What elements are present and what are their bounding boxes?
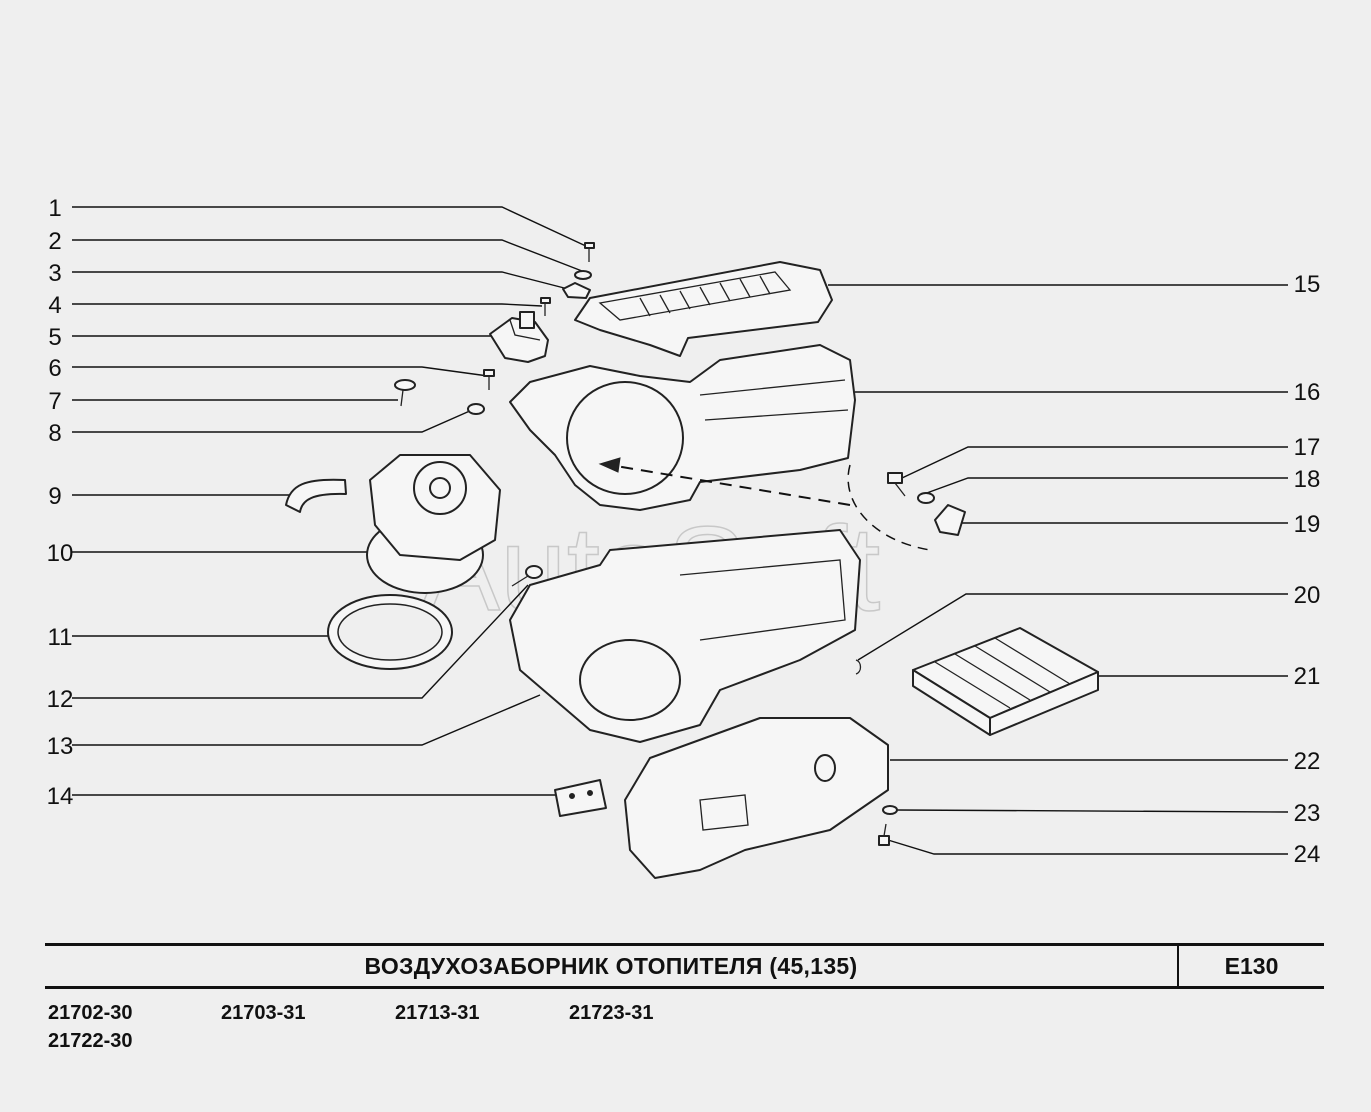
leader-3 [72,271,573,291]
leader-20 [857,593,1288,661]
part-19-clamp [934,504,966,536]
callout-1: 1 [48,195,61,222]
title-divider [1177,946,1179,986]
part-6-screw [483,369,495,390]
leader-8 [72,409,473,433]
part-5-resistor-module [489,311,549,363]
callout-14: 14 [47,783,74,810]
leader-13 [72,694,541,746]
part-2-washer [574,270,592,280]
model-code: 21722-30 [48,1030,133,1052]
part-10-blower-motor [366,454,501,594]
part-1-screw [584,242,595,262]
part-21-cabin-filter [912,627,1099,736]
leader-12 [72,584,529,699]
callout-19: 19 [1294,511,1321,538]
model-code: 21713-31 [395,1002,480,1024]
part-22-bottom-cover [624,717,889,879]
callout-21: 21 [1294,663,1321,690]
part-15-top-cover [574,261,833,357]
callout-8: 8 [48,420,61,447]
leader-2 [72,239,583,272]
callout-24: 24 [1294,841,1321,868]
callout-11: 11 [48,624,73,651]
part-9-hose [285,478,347,513]
part-4-screw [540,297,551,316]
part-7-screw [394,379,416,407]
model-code: 21702-30 [48,1002,133,1024]
callout-10: 10 [47,540,74,567]
callout-18: 18 [1294,466,1321,493]
callout-7: 7 [48,388,61,415]
callout-6: 6 [48,355,61,382]
callout-15: 15 [1294,271,1321,298]
part-13-lower-housing [509,529,861,743]
callout-16: 16 [1294,379,1321,406]
callout-12: 12 [47,686,74,713]
model-code: 21723-31 [569,1002,654,1024]
model-list: 21702-30 21703-31 21713-31 21723-31 2172… [48,1002,848,1062]
leader-4 [72,303,543,307]
part-8-washer [467,403,485,415]
leader-24 [887,839,1288,855]
page-title: ВОЗДУХОЗАБОРНИК ОТОПИТЕЛЯ (45,135) [364,952,858,979]
part-20-clip [855,659,862,675]
callout-3: 3 [48,260,61,287]
title-block: ВОЗДУХОЗАБОРНИК ОТОПИТЕЛЯ (45,135) E130 [45,943,1324,989]
callout-13: 13 [47,733,74,760]
callouts-right: 15 16 17 18 19 20 21 22 23 24 [1294,271,1321,868]
leader-1 [72,206,589,248]
callout-17: 17 [1294,434,1321,461]
leader-23 [895,809,1289,813]
part-17-bolt [887,472,906,497]
part-11-ring-gasket [327,594,453,670]
callout-20: 20 [1294,582,1321,609]
callout-23: 23 [1294,800,1321,827]
leader-18 [923,477,1288,495]
part-16-upper-housing [509,344,856,511]
assembly-arrow [598,457,931,551]
part-24-screw [878,823,890,846]
callout-5: 5 [48,324,61,351]
leader-6 [72,366,489,377]
section-code: E130 [1224,952,1279,979]
part-14-bracket [554,779,607,817]
part-23-washer [882,805,898,815]
callout-9: 9 [48,483,61,510]
part-18-washer [917,492,935,504]
callout-2: 2 [48,228,61,255]
leader-17 [901,446,1288,479]
callout-4: 4 [48,292,61,319]
model-code: 21703-31 [221,1002,306,1024]
callout-22: 22 [1294,748,1321,775]
part-3-bracket [562,282,591,299]
callouts-left: 1 2 3 4 5 6 7 8 9 10 11 12 13 14 [47,195,74,810]
part-12-screw [511,565,543,587]
